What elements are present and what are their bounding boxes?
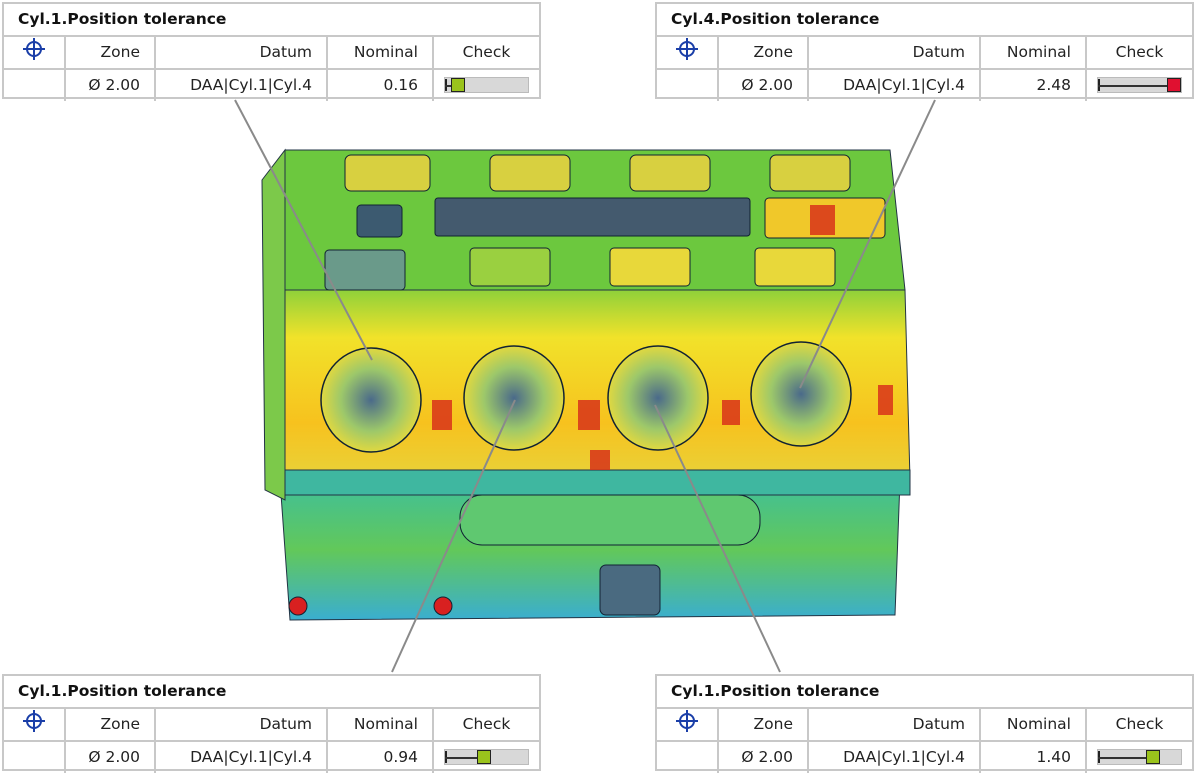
nominal-value: 0.16 [328, 70, 434, 101]
callout-table-top-left: Cyl.1.Position tolerance Zone Datum Nomi… [2, 2, 541, 101]
check-marker [450, 78, 465, 92]
callout-title: Cyl.1.Position tolerance [4, 4, 539, 37]
datum-header: Datum [156, 37, 328, 68]
check-bar [444, 77, 529, 93]
check-indicator [434, 742, 539, 773]
check-bar [1097, 749, 1182, 765]
datum-header: Datum [156, 709, 328, 740]
check-header: Check [462, 715, 511, 733]
nominal-header: Nominal [328, 709, 434, 740]
check-bar-line [1098, 757, 1157, 759]
position-tolerance-crosshair-icon [657, 37, 719, 68]
check-indicator [1087, 70, 1192, 101]
check-bar-line [1098, 85, 1181, 87]
position-tolerance-crosshair-icon [657, 709, 719, 740]
nominal-value: 0.94 [328, 742, 434, 773]
zone-value: Ø 2.00 [66, 742, 156, 773]
nominal-header: Nominal [981, 37, 1087, 68]
check-bar-line [445, 757, 484, 759]
leader-lines [234, 99, 936, 673]
callout-table-bottom-right: Cyl.1.Position tolerance Zone Datum Nomi… [655, 674, 1194, 773]
position-tolerance-crosshair-icon [4, 709, 66, 740]
check-bar-line [445, 85, 452, 87]
nominal-value: 1.40 [981, 742, 1087, 773]
nominal-header: Nominal [328, 37, 434, 68]
nominal-value: 2.48 [981, 70, 1087, 101]
empty-cell [657, 70, 719, 101]
zone-header: Zone [719, 709, 809, 740]
datum-value: DAA|Cyl.1|Cyl.4 [809, 742, 981, 773]
empty-cell [657, 742, 719, 773]
check-marker [477, 750, 492, 764]
check-bar [444, 749, 529, 765]
check-marker [1146, 750, 1161, 764]
empty-cell [4, 742, 66, 773]
datum-value: DAA|Cyl.1|Cyl.4 [156, 742, 328, 773]
callout-title: Cyl.1.Position tolerance [657, 676, 1192, 709]
zone-value: Ø 2.00 [719, 70, 809, 101]
datum-header: Datum [809, 709, 981, 740]
position-tolerance-crosshair-icon [4, 37, 66, 68]
nominal-header: Nominal [981, 709, 1087, 740]
callout-table-bottom-left: Cyl.1.Position tolerance Zone Datum Nomi… [2, 674, 541, 773]
check-bar [1097, 77, 1182, 93]
check-marker [1167, 78, 1181, 92]
check-header: Check [462, 43, 511, 61]
check-header: Check [1115, 715, 1164, 733]
zone-header: Zone [66, 37, 156, 68]
zone-value: Ø 2.00 [66, 70, 156, 101]
check-indicator [1087, 742, 1192, 773]
callout-title: Cyl.4.Position tolerance [657, 4, 1192, 37]
zone-value: Ø 2.00 [719, 742, 809, 773]
datum-value: DAA|Cyl.1|Cyl.4 [156, 70, 328, 101]
zone-header: Zone [66, 709, 156, 740]
datum-header: Datum [809, 37, 981, 68]
callout-table-top-right: Cyl.4.Position tolerance Zone Datum Nomi… [655, 2, 1194, 101]
check-header: Check [1115, 43, 1164, 61]
zone-header: Zone [719, 37, 809, 68]
callout-title: Cyl.1.Position tolerance [4, 676, 539, 709]
check-indicator [434, 70, 539, 101]
empty-cell [4, 70, 66, 101]
datum-value: DAA|Cyl.1|Cyl.4 [809, 70, 981, 101]
